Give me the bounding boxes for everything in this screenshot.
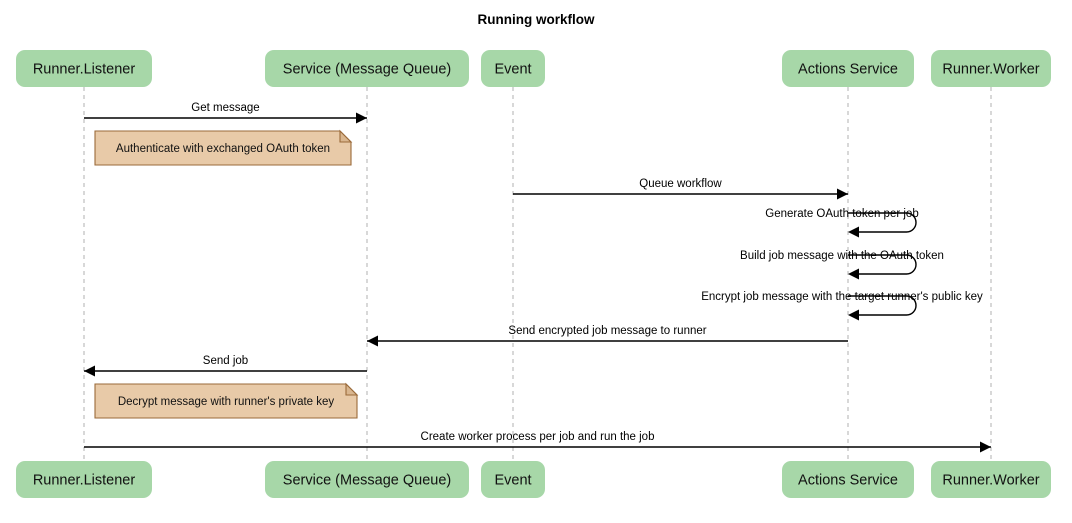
participant-box[interactable] xyxy=(16,461,152,498)
note-body xyxy=(94,383,358,419)
note-label: Authenticate with exchanged OAuth token xyxy=(116,143,330,155)
participant-service-mq-foot[interactable]: Service (Message Queue) xyxy=(265,461,469,498)
message-label: Get message xyxy=(191,102,259,114)
page-title: Running workflow xyxy=(478,12,595,27)
arrowhead-left-icon xyxy=(848,226,859,238)
message-queue-workflow[interactable]: Queue workflow xyxy=(513,178,848,200)
self-call-path xyxy=(848,212,917,233)
arrowhead-left-icon xyxy=(848,309,859,321)
self-call-path xyxy=(848,254,917,275)
self-call-path xyxy=(848,295,917,316)
participant-runner-worker-foot[interactable]: Runner.Worker xyxy=(931,461,1051,498)
participant-label: Runner.Worker xyxy=(942,472,1039,488)
participant-label: Event xyxy=(494,61,531,77)
message-label: Send job xyxy=(203,355,248,367)
participant-runner-listener-head[interactable]: Runner.Listener xyxy=(16,50,152,87)
participant-box[interactable] xyxy=(481,50,545,87)
arrowhead-right-icon xyxy=(837,188,848,200)
participant-actions-service-foot[interactable]: Actions Service xyxy=(782,461,914,498)
arrowhead-right-icon xyxy=(356,112,367,124)
message-label: Encrypt job message with the target runn… xyxy=(701,291,983,303)
note-body xyxy=(94,130,352,166)
note-fold-corner-icon xyxy=(339,129,353,143)
participant-runner-listener-foot[interactable]: Runner.Listener xyxy=(16,461,152,498)
arrowhead-left-icon xyxy=(367,335,378,347)
participant-box[interactable] xyxy=(265,50,469,87)
participant-label: Event xyxy=(494,472,531,488)
participant-event-foot[interactable]: Event xyxy=(481,461,545,498)
participant-event-head[interactable]: Event xyxy=(481,50,545,87)
message-label: Create worker process per job and run th… xyxy=(421,431,655,443)
participant-label: Service (Message Queue) xyxy=(283,61,451,77)
participant-box[interactable] xyxy=(931,461,1051,498)
arrowhead-left-icon xyxy=(84,365,95,377)
participant-label: Service (Message Queue) xyxy=(283,472,451,488)
participant-label: Runner.Listener xyxy=(33,61,136,77)
participant-box[interactable] xyxy=(782,50,914,87)
message-generate-oauth-token[interactable]: Generate OAuth token per job xyxy=(765,208,919,238)
message-get-message[interactable]: Get message xyxy=(84,102,367,124)
participant-box[interactable] xyxy=(931,50,1051,87)
message-label: Generate OAuth token per job xyxy=(765,208,918,220)
participant-runner-worker-head[interactable]: Runner.Worker xyxy=(931,50,1051,87)
note-fold-corner-icon xyxy=(345,382,359,396)
participant-label: Runner.Worker xyxy=(942,61,1039,77)
message-create-worker-process[interactable]: Create worker process per job and run th… xyxy=(84,431,991,453)
message-send-job[interactable]: Send job xyxy=(84,355,367,377)
message-encrypt-job-message[interactable]: Encrypt job message with the target runn… xyxy=(701,291,983,321)
participant-actions-service-head[interactable]: Actions Service xyxy=(782,50,914,87)
participant-box[interactable] xyxy=(782,461,914,498)
note-note-authenticate: Authenticate with exchanged OAuth token xyxy=(94,129,353,166)
participant-label: Runner.Listener xyxy=(33,472,136,488)
participant-service-mq-head[interactable]: Service (Message Queue) xyxy=(265,50,469,87)
message-build-job-message[interactable]: Build job message with the OAuth token xyxy=(740,250,944,280)
arrowhead-right-icon xyxy=(980,441,991,453)
notes-layer: Authenticate with exchanged OAuth tokenD… xyxy=(94,129,359,419)
participant-label: Actions Service xyxy=(798,472,898,488)
message-label: Build job message with the OAuth token xyxy=(740,250,944,262)
message-label: Send encrypted job message to runner xyxy=(508,325,706,337)
arrowhead-left-icon xyxy=(848,268,859,280)
participant-box[interactable] xyxy=(265,461,469,498)
note-label: Decrypt message with runner's private ke… xyxy=(118,396,335,408)
participant-box[interactable] xyxy=(16,50,152,87)
note-note-decrypt: Decrypt message with runner's private ke… xyxy=(94,382,359,419)
participant-label: Actions Service xyxy=(798,61,898,77)
message-label: Queue workflow xyxy=(639,178,722,190)
message-send-encrypted-job-message[interactable]: Send encrypted job message to runner xyxy=(367,325,848,347)
participant-box[interactable] xyxy=(481,461,545,498)
